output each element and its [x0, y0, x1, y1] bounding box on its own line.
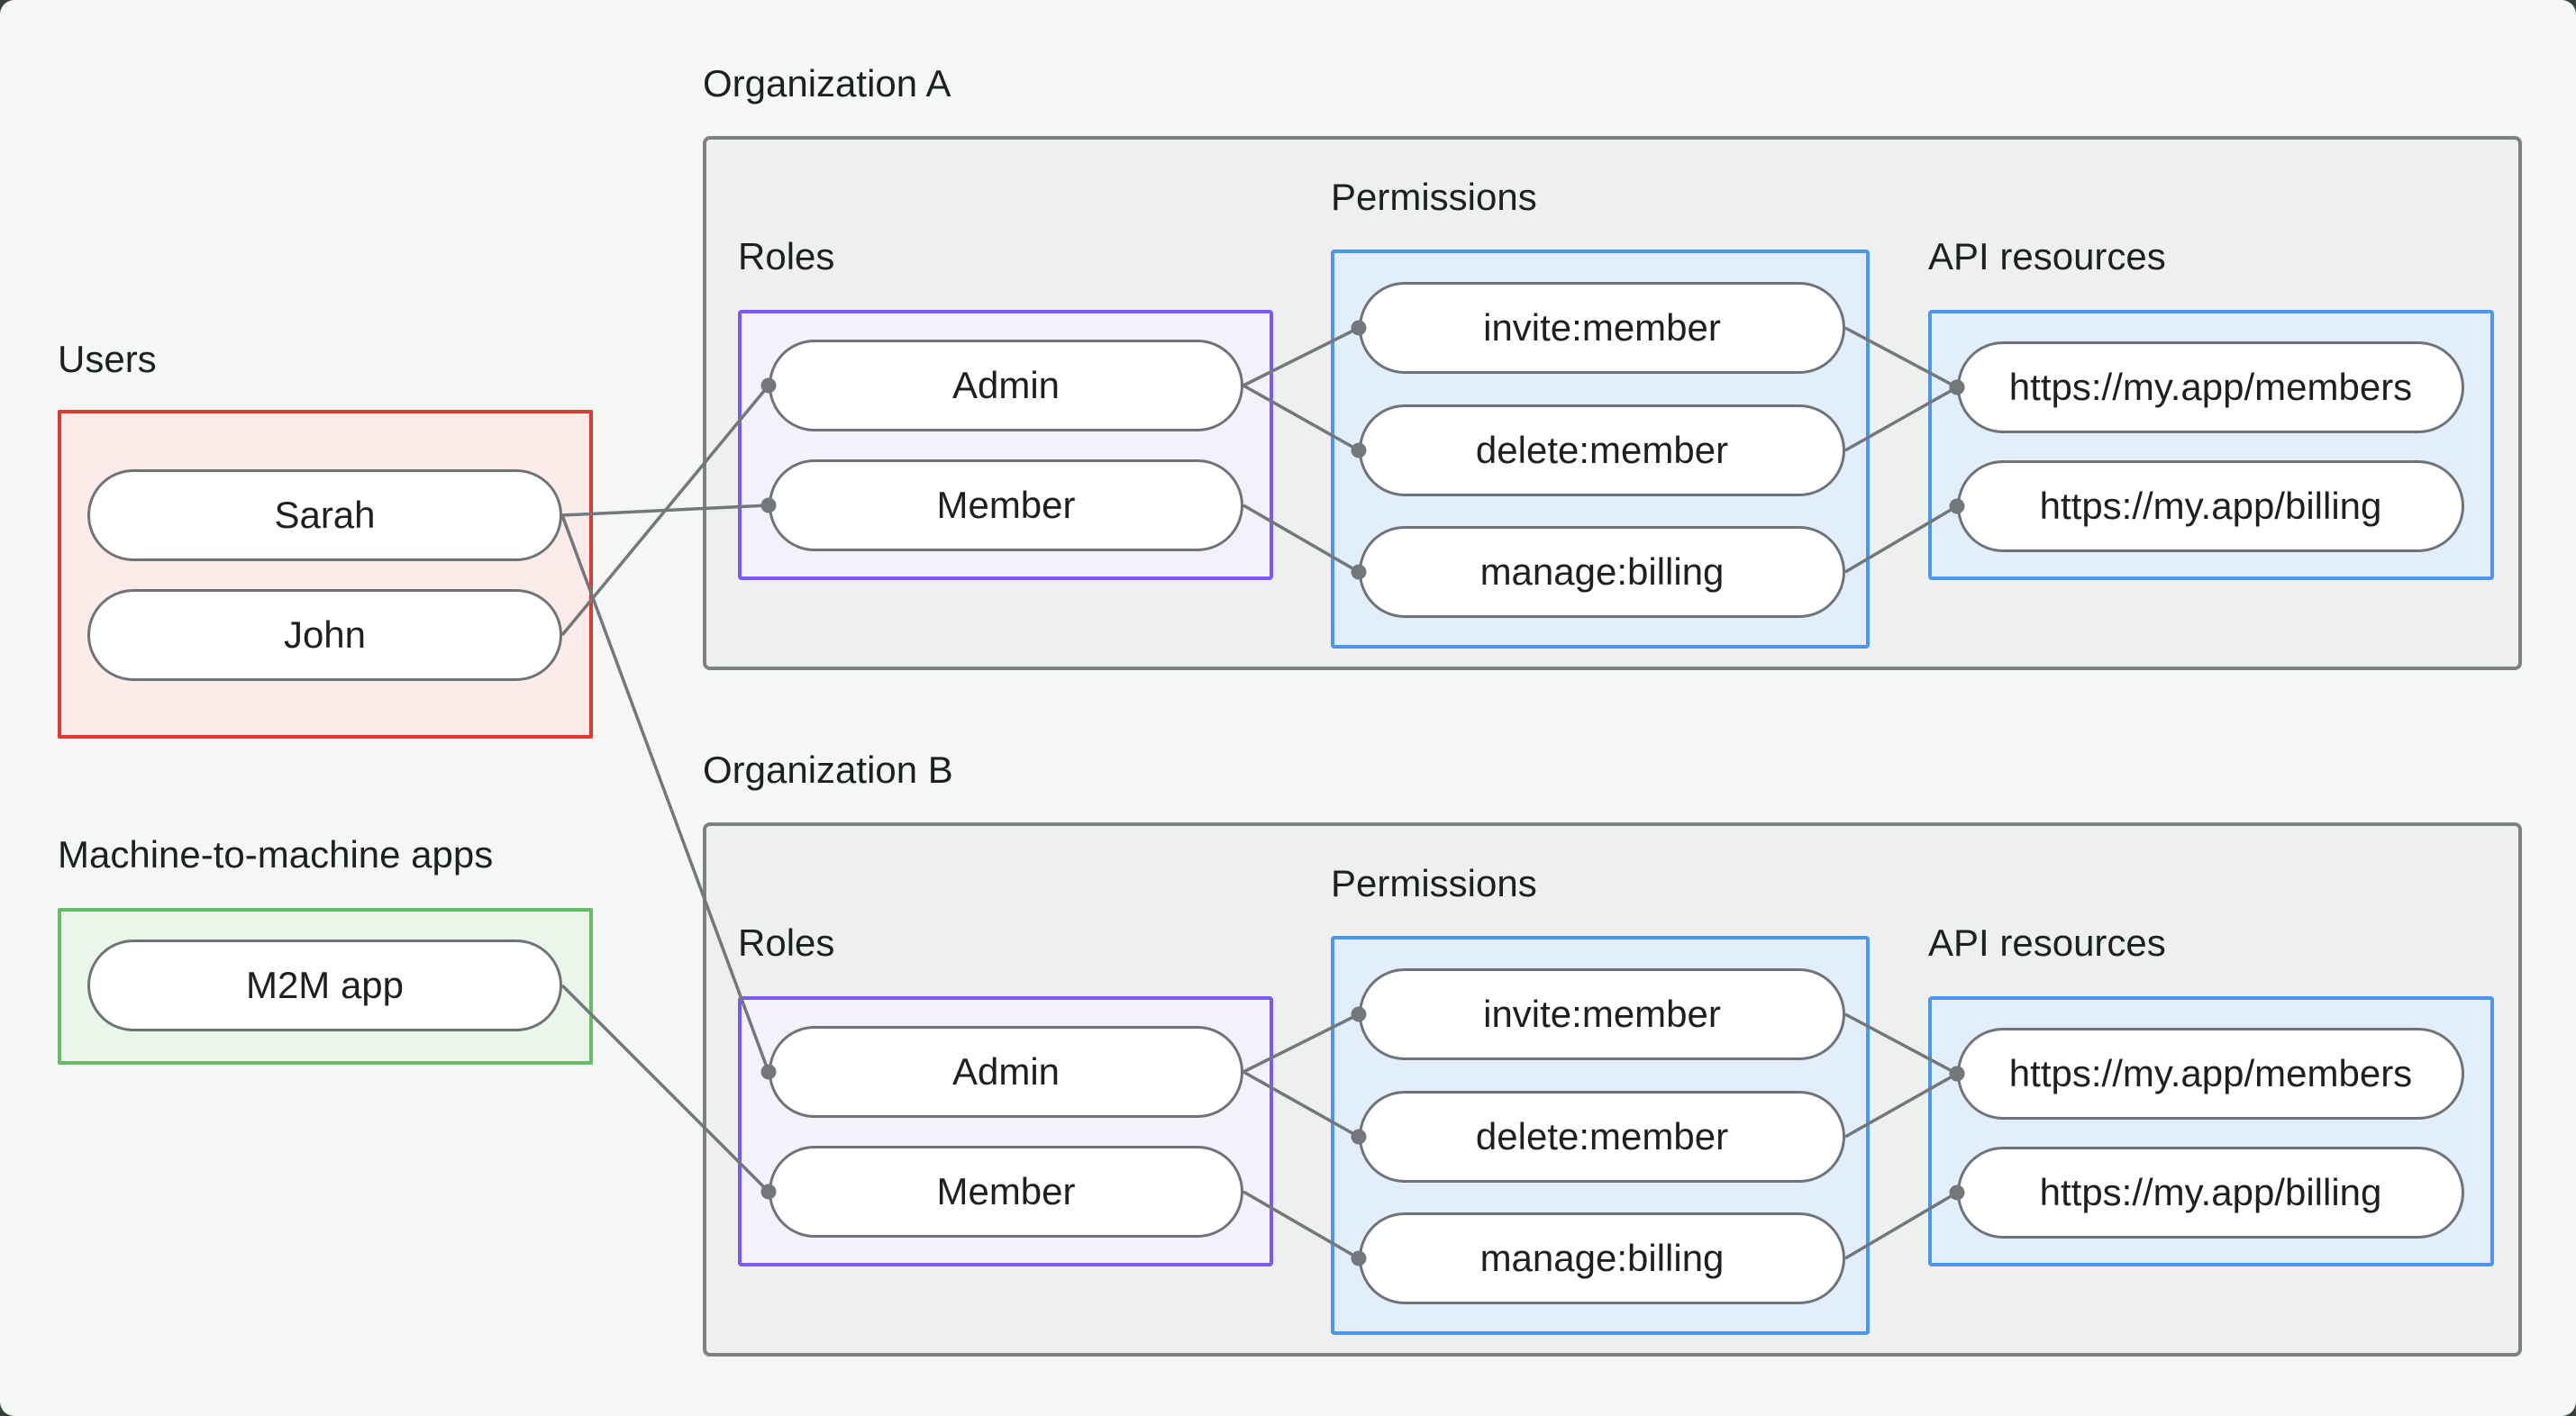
org-b-role-admin: Admin [769, 1026, 1243, 1118]
org-a-permission-invite-member: invite:member [1359, 282, 1845, 374]
org-b-roles-label: Roles [738, 921, 835, 964]
org-b-permissions-label: Permissions [1331, 862, 1537, 904]
m2m-app-node: M2M app [87, 939, 562, 1031]
org-a-api-members: https://my.app/members [1957, 341, 2464, 433]
user-node-john: John [87, 589, 562, 681]
org-b-permission-invite-member: invite:member [1359, 968, 1845, 1060]
org-a-api-label: API resources [1928, 235, 2166, 277]
user-node-sarah: Sarah [87, 469, 562, 561]
m2m-group-label: Machine-to-machine apps [58, 833, 494, 876]
org-a-label: Organization A [703, 62, 951, 104]
org-a-permission-manage-billing: manage:billing [1359, 526, 1845, 618]
org-a-roles-label: Roles [738, 235, 835, 277]
org-b-api-label: API resources [1928, 921, 2166, 964]
org-a-role-admin: Admin [769, 340, 1243, 431]
org-a-role-member: Member [769, 459, 1243, 551]
org-b-permission-delete-member: delete:member [1359, 1091, 1845, 1183]
users-group-box [58, 410, 593, 739]
org-a-api-billing: https://my.app/billing [1957, 460, 2464, 552]
org-a-permission-delete-member: delete:member [1359, 404, 1845, 496]
org-b-api-members: https://my.app/members [1957, 1028, 2464, 1120]
org-b-role-member: Member [769, 1146, 1243, 1238]
org-b-label: Organization B [703, 749, 953, 791]
org-a-permissions-label: Permissions [1331, 176, 1537, 218]
org-b-api-billing: https://my.app/billing [1957, 1147, 2464, 1239]
org-b-permission-manage-billing: manage:billing [1359, 1212, 1845, 1304]
users-group-label: Users [58, 338, 157, 380]
